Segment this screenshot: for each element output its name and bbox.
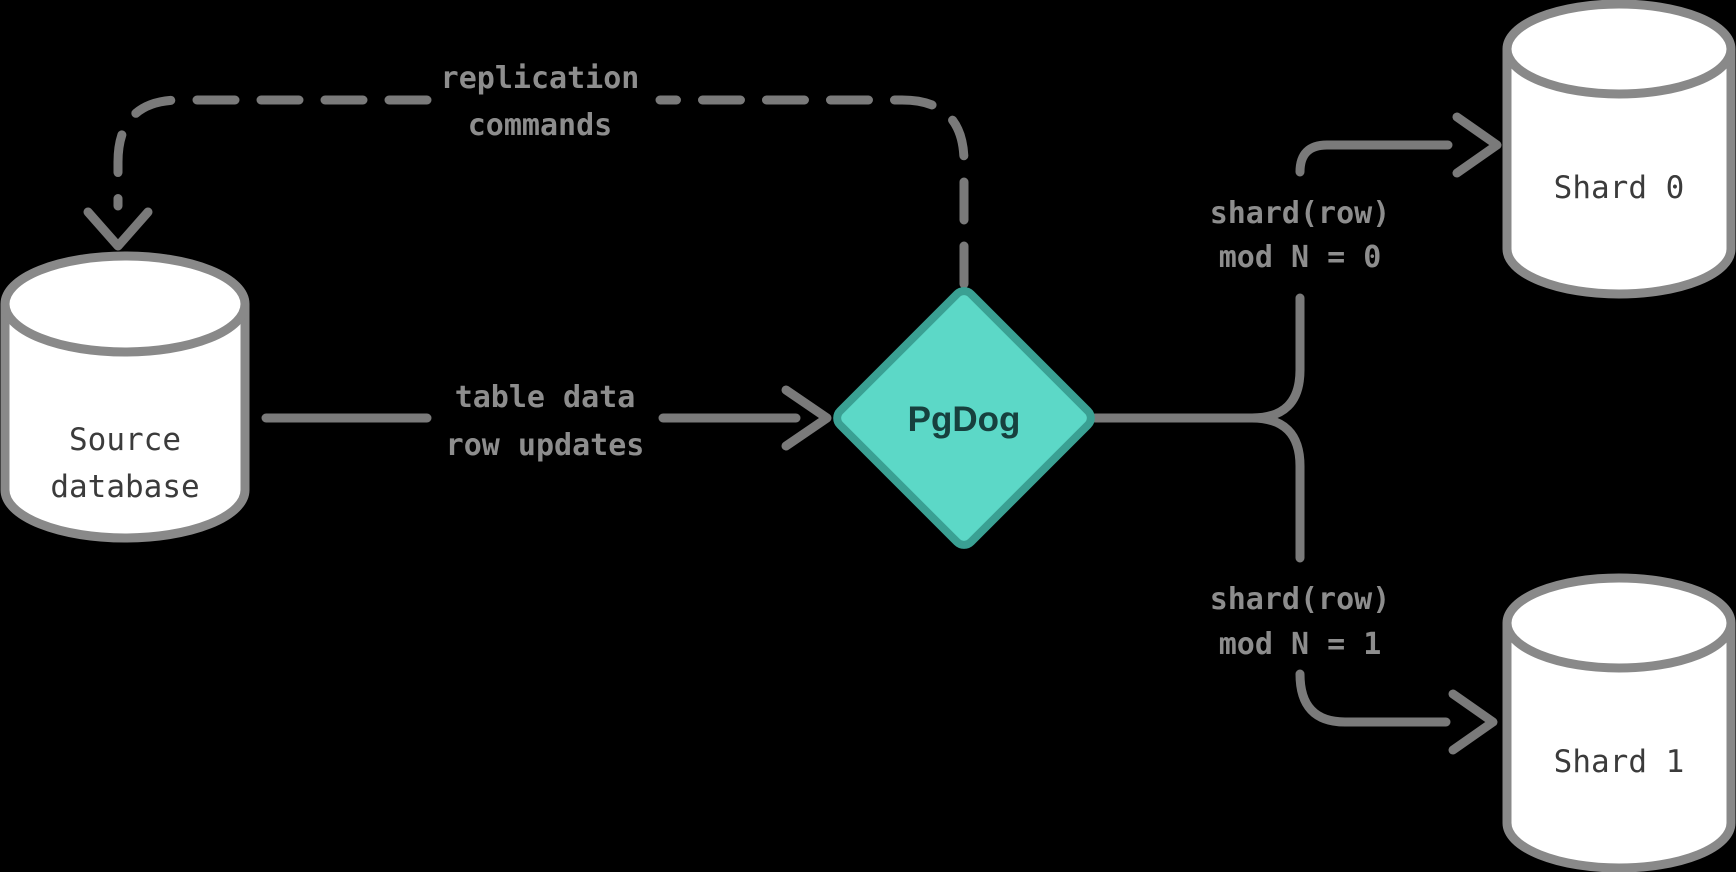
shard1-node: Shard 1 bbox=[1502, 573, 1736, 872]
database-cylinder-top-icon bbox=[1502, 0, 1736, 99]
database-cylinder-top-icon bbox=[0, 251, 250, 357]
pgdog-label: PgDog bbox=[908, 400, 1021, 439]
shard0-label: Shard 0 bbox=[1554, 170, 1685, 206]
shard0-edge-line bbox=[1090, 140, 1453, 423]
replication-label-line2: commands bbox=[468, 108, 613, 143]
shard0-node: Shard 0 bbox=[1502, 0, 1736, 299]
shard0-rule-label-line2: mod N = 0 bbox=[1219, 240, 1382, 275]
edge-shard0: shard(row) mod N = 0 bbox=[1090, 112, 1502, 423]
database-cylinder-icon bbox=[1502, 49, 1736, 299]
database-cylinder-icon bbox=[0, 304, 250, 543]
shard1-rule-label-line1: shard(row) bbox=[1210, 582, 1391, 617]
table-data-label-line2: row updates bbox=[446, 428, 645, 463]
table-data-label-line1: table data bbox=[455, 380, 636, 415]
edge-table-data: table data row updates bbox=[261, 380, 832, 463]
replication-edge-line bbox=[113, 95, 969, 289]
decision-diamond-icon bbox=[833, 287, 1095, 549]
arrow-down-icon bbox=[83, 207, 153, 251]
database-cylinder-top-icon bbox=[1502, 573, 1736, 673]
source-database-node: Source database bbox=[0, 251, 250, 543]
arrow-right-icon bbox=[1448, 689, 1498, 755]
pgdog-node: PgDog bbox=[833, 287, 1095, 549]
shard1-label: Shard 1 bbox=[1554, 744, 1685, 780]
arrow-right-icon bbox=[1452, 112, 1502, 178]
replication-label-line1: replication bbox=[441, 61, 640, 96]
arrow-right-icon bbox=[781, 385, 832, 451]
edge-shard1: shard(row) mod N = 1 bbox=[1090, 413, 1498, 755]
source-database-label-line2: database bbox=[50, 469, 199, 505]
shard1-edge-line bbox=[1090, 413, 1451, 727]
database-cylinder-icon bbox=[1502, 623, 1736, 872]
source-database-label-line1: Source bbox=[69, 422, 181, 458]
edge-replication-commands: replication commands bbox=[83, 61, 969, 289]
shard1-rule-label-line2: mod N = 1 bbox=[1219, 627, 1382, 662]
shard0-rule-label-line1: shard(row) bbox=[1210, 196, 1391, 231]
